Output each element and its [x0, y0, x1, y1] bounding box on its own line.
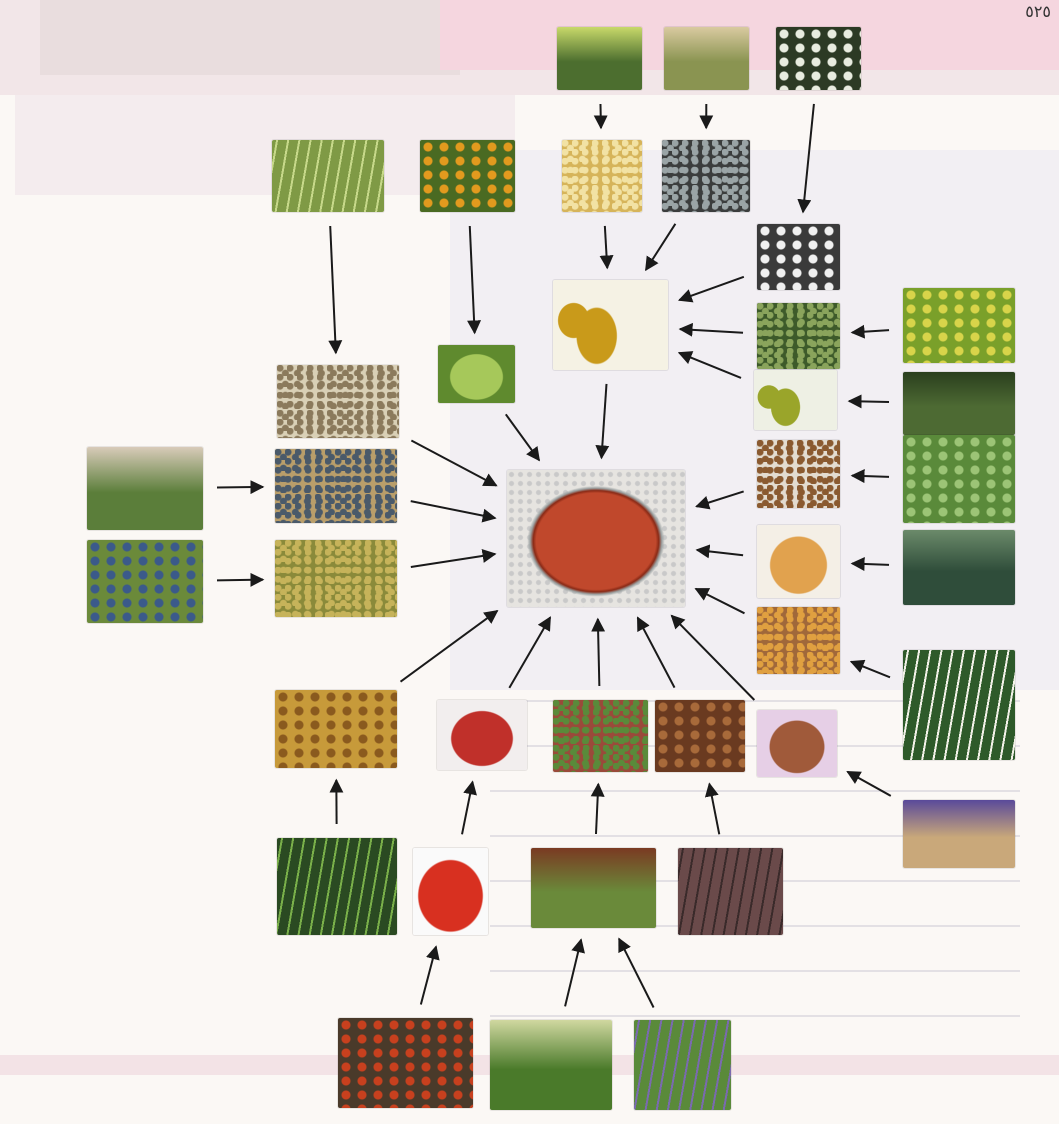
chickpeas-image — [275, 690, 397, 768]
arrow-turmeric-powder-to-dish-curry — [694, 587, 745, 615]
onion-plant-image — [903, 530, 1015, 605]
arrow-cotton-plant-to-cotton-seeds — [797, 103, 815, 214]
arrow-lentils-to-dish-curry — [636, 616, 676, 689]
lentil-plant-image — [678, 848, 783, 935]
green-seeds-image — [757, 303, 840, 369]
mustard-plant-image — [903, 288, 1015, 363]
cinnamon-tree-image — [903, 435, 1015, 523]
arrow-mustard-plant-to-green-seeds — [850, 324, 890, 339]
arrow-meat-to-dish-curry — [591, 617, 606, 687]
arrow-cinnamon-tree-to-cinnamon-spice — [850, 469, 890, 484]
citrus-tree-image — [420, 140, 515, 212]
forage-plant-image — [634, 1020, 731, 1110]
arrow-mango-to-dish-curry — [504, 413, 541, 462]
arrow-cows-to-meat — [590, 782, 605, 835]
arrow-barley-field-to-cows — [564, 938, 585, 1007]
arrow-cotton-seeds-to-cooking-oil — [677, 275, 745, 303]
arrow-chickpeas-to-dish-curry — [399, 609, 499, 683]
meat-image — [553, 700, 648, 772]
dish-curry-image — [507, 470, 685, 607]
arrow-lentil-plant-to-lentils — [704, 782, 721, 835]
arrow-onion-plant-to-onion — [850, 556, 890, 571]
turmeric-powder-image — [757, 607, 840, 674]
arrow-rice-plant-to-rice-grain — [328, 225, 343, 355]
saffron-powder-image — [757, 710, 837, 777]
barley-field-image — [490, 1020, 612, 1110]
rice-plant-image — [272, 140, 384, 212]
arrow-tamarind-pods-to-dish-curry — [410, 549, 497, 568]
arrow-tomato-greenhouse-to-tomato — [419, 945, 440, 1005]
arrow-tamarind-tree-to-tamarind-pods — [216, 572, 265, 587]
arrow-citrus-tree-to-mango — [467, 225, 482, 335]
page-number: ٥٢٥ — [1025, 2, 1051, 21]
page-title-band-right — [440, 0, 1059, 70]
cotton-seeds-image — [757, 224, 840, 290]
cinnamon-spice-image — [757, 440, 840, 508]
arrow-wheat-field-to-corn-cob — [593, 103, 608, 130]
tamarind-tree-image — [87, 540, 203, 623]
faint-text-line — [490, 970, 1020, 972]
arrow-sunflower-seeds-to-cooking-oil — [644, 223, 677, 272]
arrow-forage-plant-to-cows — [618, 937, 655, 1008]
tamarind-pods-image — [275, 540, 397, 617]
chili-powder-image — [437, 700, 527, 770]
arrow-olive-oil-to-cooking-oil — [677, 351, 742, 379]
sunflower-seeds-image — [662, 140, 750, 212]
tomato-greenhouse-image — [338, 1018, 473, 1108]
arrow-tomato-to-chili-powder — [461, 780, 477, 835]
arrow-chili-powder-to-dish-curry — [508, 616, 552, 689]
rice-grain-image — [277, 365, 399, 438]
corn-cob-image — [562, 140, 642, 212]
olive-grove-image — [903, 372, 1015, 435]
saffron-flower-image — [903, 800, 1015, 868]
cooking-oil-image — [553, 280, 668, 370]
garlic-plant-image — [87, 447, 203, 530]
arrow-garlic-bulbs-to-dish-curry — [410, 500, 497, 523]
arrow-garlic-plant-to-garlic-bulbs — [216, 480, 265, 495]
faint-text-line — [490, 745, 1020, 747]
arrow-turmeric-plant-to-turmeric-powder — [849, 659, 891, 679]
faint-text-line — [490, 700, 1020, 702]
arrow-onion-to-dish-curry — [695, 544, 744, 559]
faint-text-line — [490, 790, 1020, 792]
pea-plant-image — [277, 838, 397, 935]
garlic-bulbs-image — [275, 449, 397, 523]
faint-text-line — [490, 1015, 1020, 1017]
mango-image — [438, 345, 515, 403]
tomato-image — [413, 848, 488, 935]
cows-image — [531, 848, 656, 928]
lentils-image — [655, 700, 745, 772]
road-field-image — [664, 27, 749, 90]
arrow-rice-grain-to-dish-curry — [410, 439, 498, 487]
arrow-saffron-powder-to-dish-curry — [670, 614, 756, 701]
arrow-cooking-oil-to-dish-curry — [595, 383, 610, 460]
cotton-plant-image — [776, 27, 861, 90]
onion-image — [757, 525, 840, 598]
arrow-saffron-flower-to-saffron-powder — [846, 770, 892, 797]
faint-text-line — [490, 835, 1020, 837]
page-title-band-left — [40, 0, 460, 75]
arrow-cinnamon-spice-to-dish-curry — [695, 490, 744, 510]
wheat-field-image — [557, 27, 642, 90]
arrow-corn-cob-to-cooking-oil — [599, 225, 614, 270]
arrow-green-seeds-to-cooking-oil — [678, 322, 744, 337]
turmeric-plant-image — [903, 650, 1015, 760]
arrow-olive-grove-to-olive-oil — [847, 394, 890, 409]
olive-oil-image — [754, 370, 837, 430]
